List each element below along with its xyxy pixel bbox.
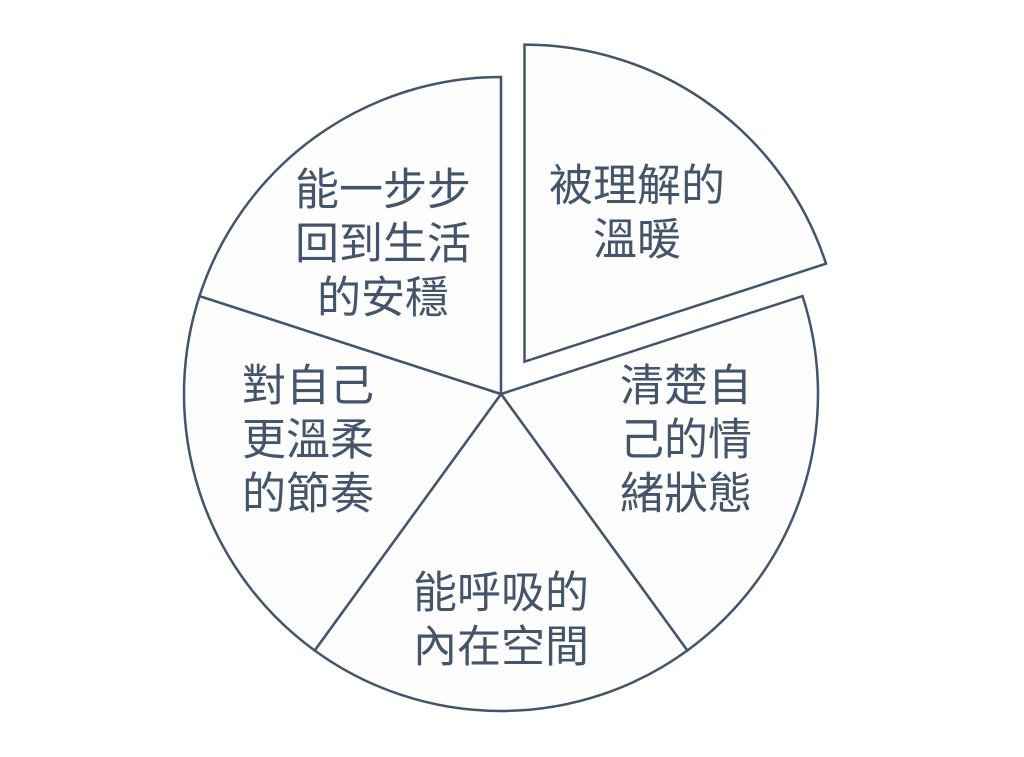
slice-label: 清楚自: [620, 361, 752, 412]
slice-label: 對自己: [242, 361, 374, 412]
slice-label: 的節奏: [242, 469, 374, 520]
slice-label: 被理解的: [549, 161, 725, 212]
slice-label: 內在空間: [413, 622, 589, 673]
slice-shape: [197, 75, 503, 396]
slice-label: 能呼吸的: [413, 568, 589, 619]
slice-label: 己的情: [620, 415, 752, 466]
slice-label: 緒狀態: [620, 469, 752, 520]
slice-label: 能一步步: [295, 165, 471, 216]
slice-shape: [523, 43, 828, 364]
slice-shape: [498, 294, 820, 653]
slice-label: 回到生活: [295, 219, 471, 270]
slice-shape: [182, 294, 504, 653]
slice-label: 溫暖: [593, 215, 681, 266]
slice-shape: [312, 391, 690, 713]
slice-label: 的安穩: [317, 273, 449, 324]
slice-label: 更溫柔: [242, 415, 374, 466]
